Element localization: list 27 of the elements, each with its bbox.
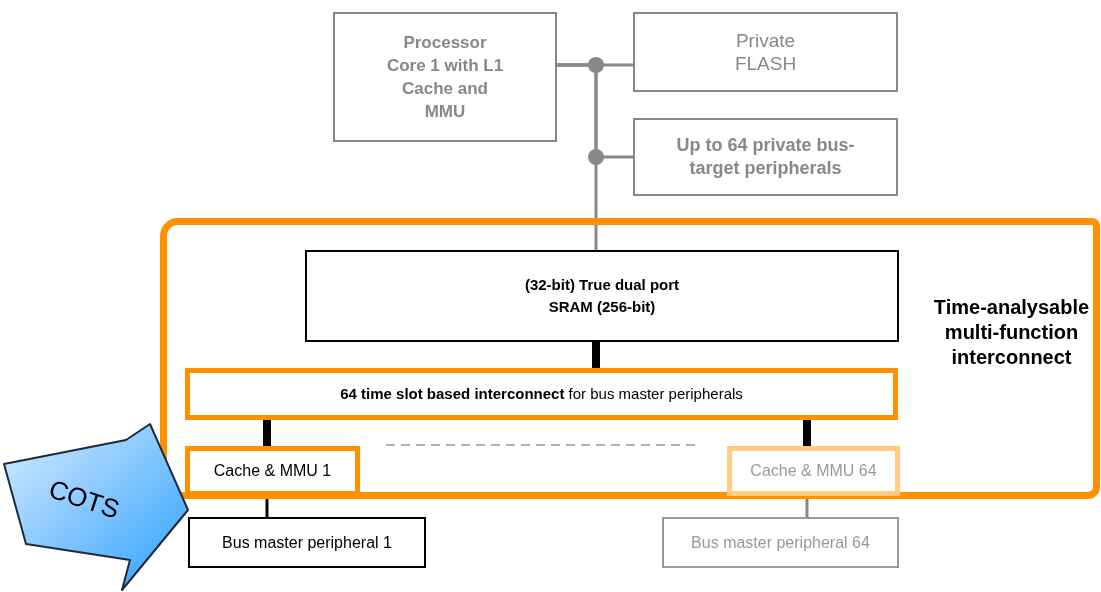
connector-line xyxy=(265,496,269,517)
node-label: Up to 64 private bus-target peripherals xyxy=(675,134,856,180)
processor-box xyxy=(333,12,557,142)
connector-line xyxy=(803,420,811,446)
connector-line xyxy=(805,496,809,517)
peripheral-box xyxy=(662,517,899,568)
peripherals-box xyxy=(633,118,898,196)
connector-line xyxy=(263,420,271,446)
peripheral-box xyxy=(188,517,426,568)
node-label: 64 time slot based interconnect for bus master peripherals xyxy=(340,383,743,404)
container-heading: Time-analysable multi-function interconnect xyxy=(932,295,1091,370)
connector-line xyxy=(557,63,598,250)
node-label: Bus master peripheral 64 xyxy=(691,532,870,553)
cache-box xyxy=(727,446,900,496)
sram-box xyxy=(305,250,899,342)
memory-box xyxy=(633,12,898,92)
node-label: Private FLASH xyxy=(733,29,798,75)
interconnect-container xyxy=(160,218,1100,499)
cots-arrow xyxy=(0,420,192,592)
node-label: COTS xyxy=(44,472,125,527)
node-label: (32-bit) True dual port SRAM (256-bit) xyxy=(523,275,681,317)
node-label: Bus master peripheral 1 xyxy=(222,532,392,553)
node-label: Cache & MMU 64 xyxy=(750,461,877,481)
connector-line xyxy=(592,342,600,368)
node-label: Cache & MMU 1 xyxy=(213,461,332,481)
node-label: Processor Core 1 with L1 Cache and MMU xyxy=(386,32,504,123)
interconnect-box xyxy=(185,368,898,420)
